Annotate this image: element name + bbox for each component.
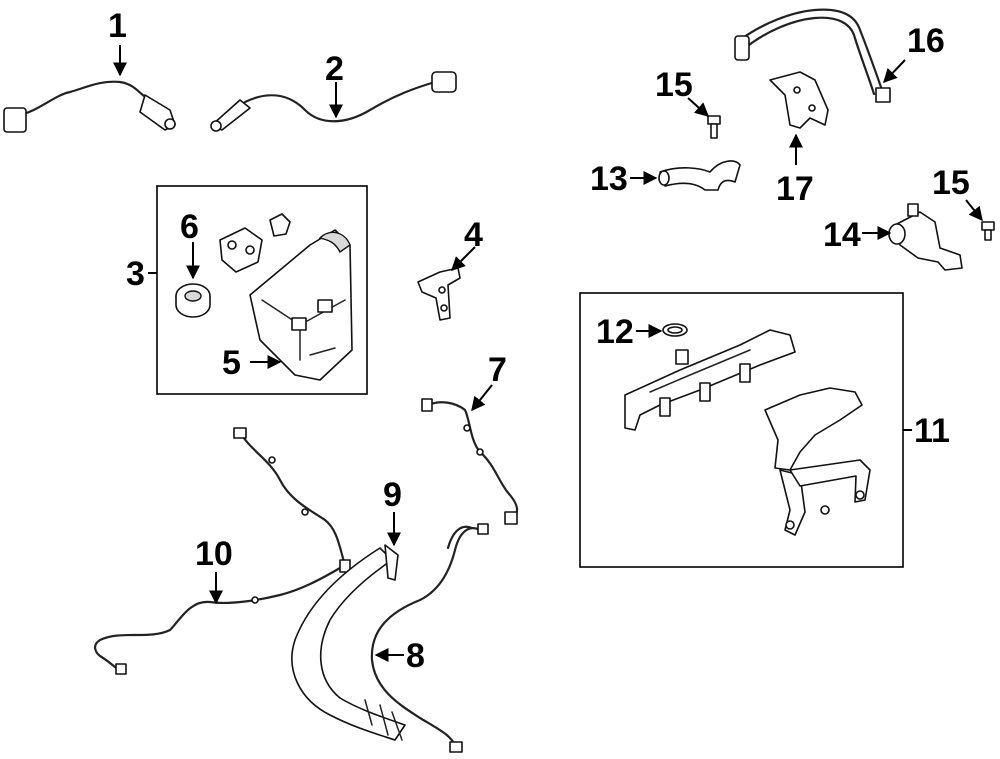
leader-15a	[687, 97, 710, 117]
callout-10: 10	[195, 535, 233, 573]
callout-4: 4	[464, 216, 483, 254]
callout-5: 5	[222, 344, 241, 382]
callout-9: 9	[383, 476, 402, 514]
oxygen-sensor-harness[interactable]	[94, 427, 351, 675]
o-ring[interactable]	[662, 323, 688, 337]
leader-15b	[965, 199, 983, 222]
tube-bracket[interactable]	[769, 71, 829, 129]
callout-15b: 15	[932, 164, 970, 202]
fuel-rail-upper[interactable]	[624, 329, 796, 431]
oxygen-sensor-upstream[interactable]	[3, 80, 176, 133]
vapor-canister[interactable]	[249, 229, 353, 381]
callout-14: 14	[823, 216, 861, 254]
vacuum-hose[interactable]	[370, 523, 489, 753]
callout-8: 8	[406, 637, 425, 675]
callout-16: 16	[907, 22, 945, 60]
callout-13: 13	[590, 160, 628, 198]
wheel-speed-harness[interactable]	[421, 398, 519, 525]
callout-15a: 15	[655, 66, 693, 104]
callout-3: 3	[126, 255, 145, 293]
callout-2: 2	[325, 50, 344, 88]
group-box-3	[156, 185, 368, 395]
callout-12: 12	[596, 313, 634, 351]
fuel-rail-lower[interactable]	[764, 387, 871, 536]
coolant-tube[interactable]	[734, 8, 891, 103]
sensor-bracket[interactable]	[417, 267, 461, 321]
leader-7	[471, 384, 493, 412]
coolant-hose[interactable]	[658, 160, 741, 191]
oxygen-sensor-downstream[interactable]	[210, 71, 457, 132]
leader-16	[883, 59, 906, 84]
callout-1: 1	[108, 7, 127, 45]
callout-6: 6	[180, 208, 199, 246]
canister-filter[interactable]	[175, 283, 211, 318]
coolant-outlet[interactable]	[888, 203, 963, 271]
purge-valve[interactable]	[219, 227, 263, 273]
callout-7: 7	[488, 351, 507, 389]
bolt-upper[interactable]	[707, 115, 721, 139]
callout-11: 11	[914, 412, 950, 450]
callout-17: 17	[776, 170, 814, 208]
canister-grommet[interactable]	[269, 213, 291, 237]
leader-4	[451, 246, 476, 271]
heat-shield[interactable]	[291, 544, 406, 741]
bolt-lower[interactable]	[981, 221, 995, 241]
